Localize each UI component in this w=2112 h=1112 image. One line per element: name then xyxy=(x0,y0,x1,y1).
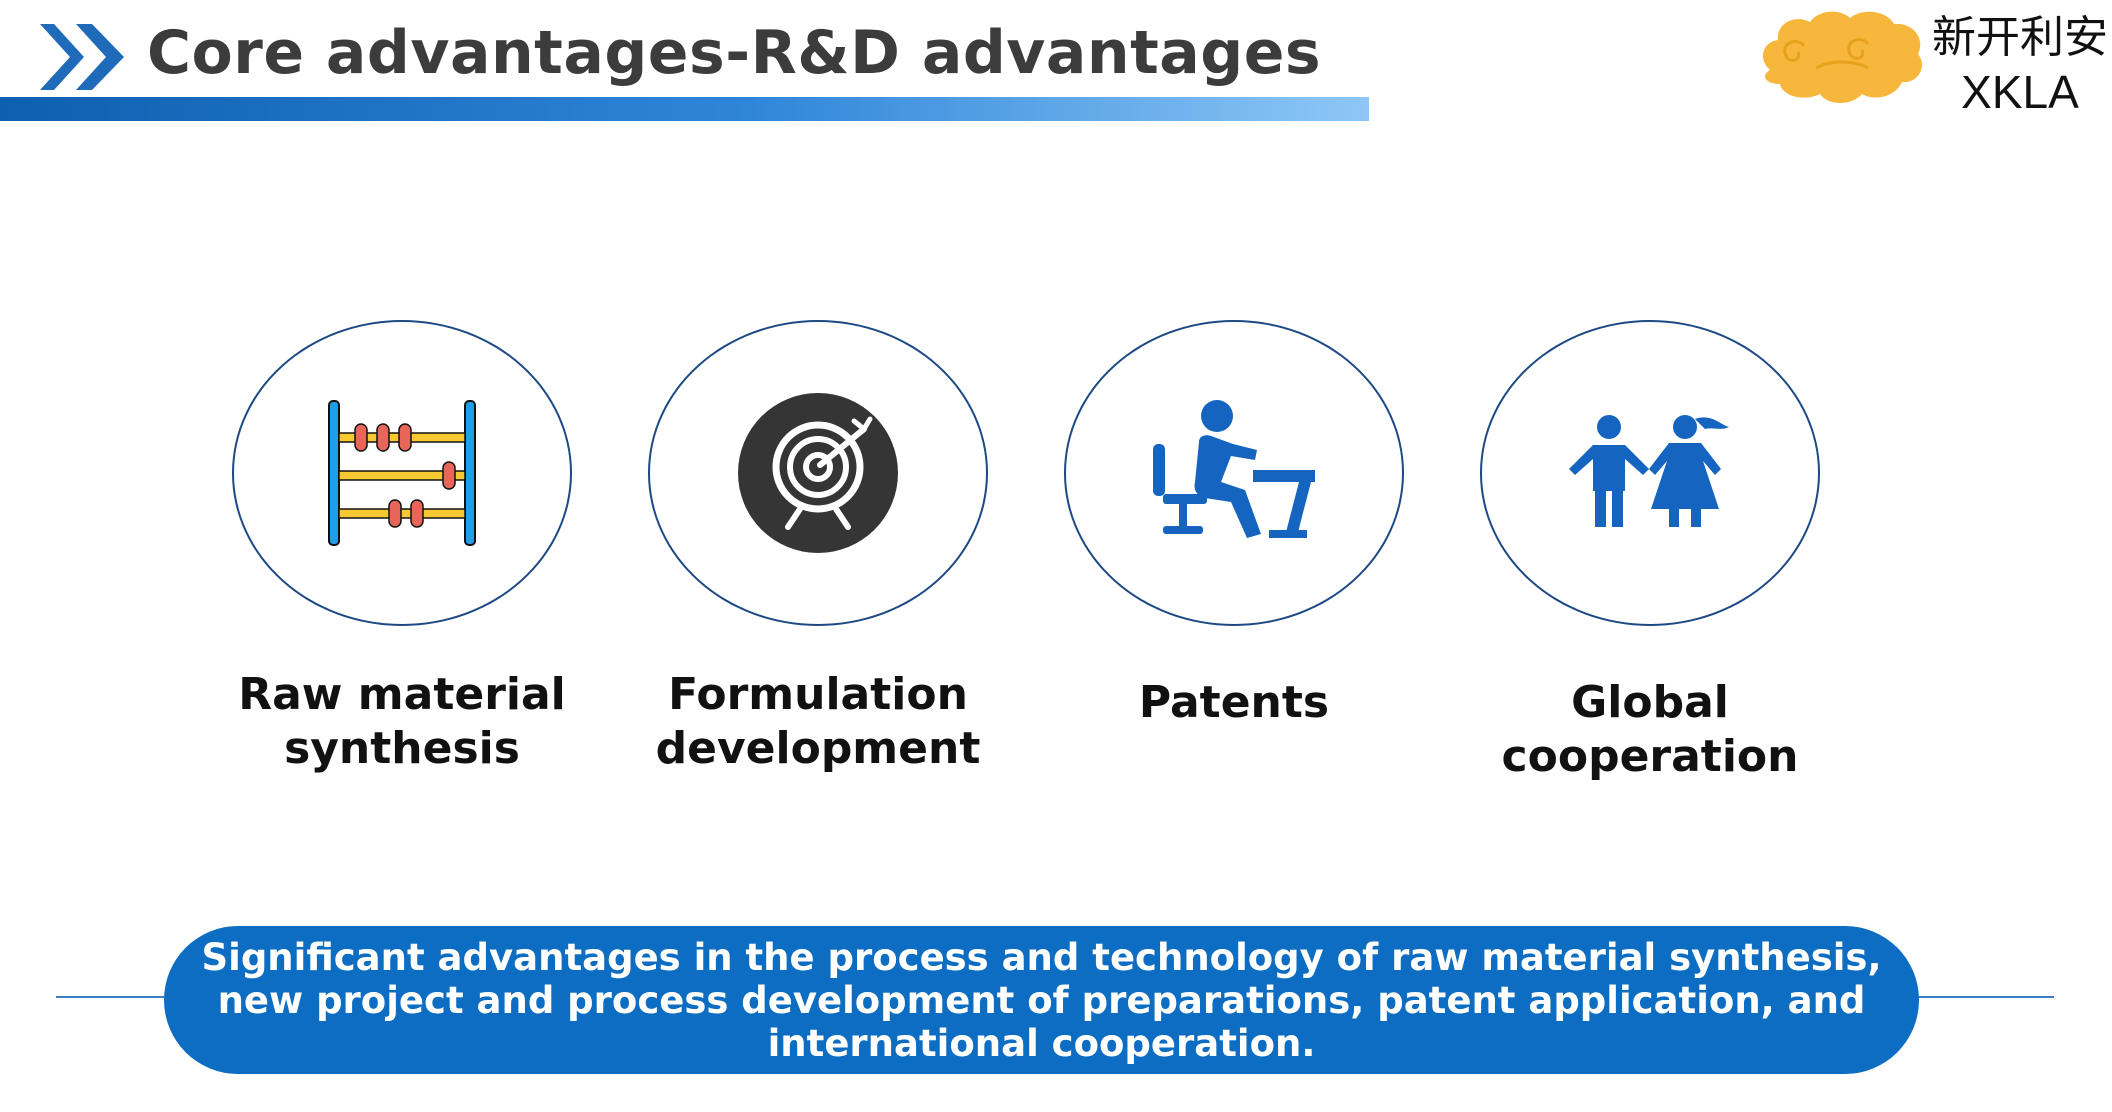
feature-label-raw-material: Raw material synthesis xyxy=(238,669,566,774)
title-underline-bar xyxy=(0,97,1369,121)
auspicious-cloud-logo-icon xyxy=(1763,11,1923,103)
logo-latin-name: XKLA xyxy=(1961,66,2079,118)
feature-circle-global-cooperation xyxy=(1480,320,1820,626)
page-title: Core advantages-R&D advantages xyxy=(147,18,1322,88)
feature-label-global-cooperation: Global cooperation xyxy=(1501,677,1799,782)
feature-circle-formulation xyxy=(648,320,988,626)
logo-chinese-name: 新开利安 xyxy=(1932,12,2108,63)
double-chevron-right-icon xyxy=(40,24,124,90)
target-arrow-icon xyxy=(738,393,898,553)
person-at-desk-icon xyxy=(1153,400,1315,538)
feature-label-patents: Patents xyxy=(1138,677,1330,728)
feature-circle-patents xyxy=(1064,320,1404,626)
feature-circle-raw-material xyxy=(232,320,572,626)
children-holding-hands-icon xyxy=(1569,415,1729,527)
feature-label-formulation: Formulation development xyxy=(655,669,981,774)
summary-banner: Significant advantages in the process an… xyxy=(164,926,1919,1074)
abacus-icon xyxy=(328,400,476,546)
summary-text: Significant advantages in the process an… xyxy=(201,935,1882,1065)
